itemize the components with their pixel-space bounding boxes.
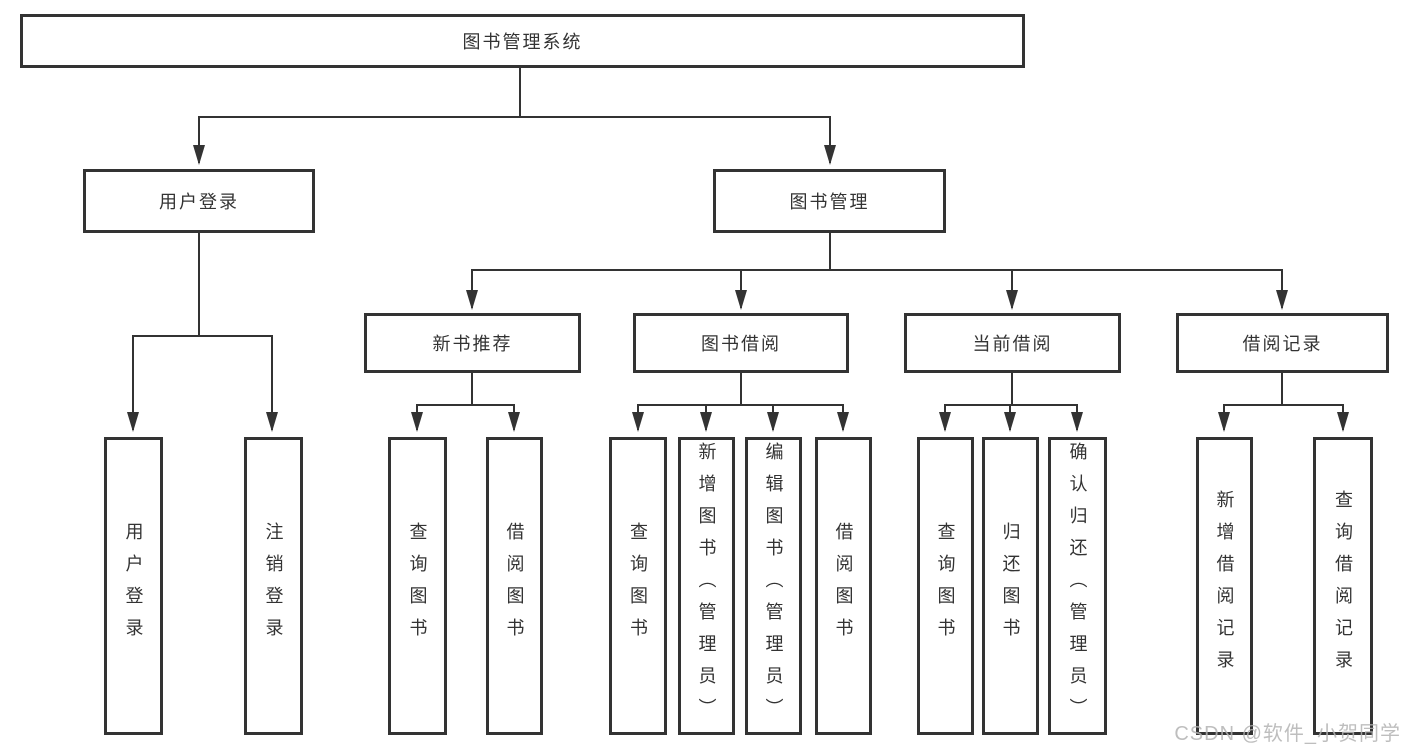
node-user-login: 用户登录: [83, 169, 315, 233]
leaf-record-add-borrow-record: 新增借阅记录: [1196, 437, 1253, 735]
leaf-current-confirm-return-admin: 确认归还（管理员）: [1048, 437, 1107, 735]
node-label: 确认归还（管理员）: [1067, 442, 1088, 730]
node-label: 注销登录: [263, 522, 284, 650]
node-label: 新增图书（管理员）: [696, 442, 717, 730]
node-label: 归还图书: [1000, 522, 1021, 650]
csdn-watermark: CSDN @软件_小贺同学: [1174, 723, 1401, 745]
node-label: 图书管理系统: [462, 32, 583, 52]
leaf-newbook-borrow-books: 借阅图书: [486, 437, 543, 735]
node-label: 图书管理: [789, 192, 870, 212]
node-label: 编辑图书（管理员）: [763, 442, 784, 730]
node-label: 查询借阅记录: [1333, 490, 1353, 682]
node-book-management: 图书管理: [713, 169, 946, 233]
leaf-current-return-books: 归还图书: [982, 437, 1039, 735]
node-root-library-system: 图书管理系统: [20, 14, 1025, 68]
node-book-borrow: 图书借阅: [633, 313, 849, 373]
node-new-book-recommend: 新书推荐: [364, 313, 581, 373]
node-label: 借阅图书: [833, 522, 854, 650]
connector-trunk-lines: [132, 67, 1344, 406]
leaf-borrow-add-books-admin: 新增图书（管理员）: [678, 437, 735, 735]
node-label: 借阅记录: [1242, 334, 1323, 354]
leaf-user-login: 用户登录: [104, 437, 163, 735]
node-borrow-record: 借阅记录: [1176, 313, 1389, 373]
leaf-borrow-borrow-books: 借阅图书: [815, 437, 872, 735]
node-label: 图书借阅: [701, 334, 781, 354]
leaf-record-query-borrow-record: 查询借阅记录: [1313, 437, 1373, 735]
node-label: 用户登录: [159, 192, 239, 212]
leaf-current-query-books: 查询图书: [917, 437, 974, 735]
leaf-borrow-edit-books-admin: 编辑图书（管理员）: [745, 437, 802, 735]
node-label: 借阅图书: [504, 522, 525, 650]
node-current-borrow: 当前借阅: [904, 313, 1121, 373]
connector-arrows: [127, 117, 1349, 432]
leaf-borrow-query-books: 查询图书: [609, 437, 667, 735]
node-label: 查询图书: [628, 522, 648, 650]
node-label: 新书推荐: [432, 334, 513, 354]
leaf-newbook-query-books: 查询图书: [388, 437, 447, 735]
node-label: 新增借阅记录: [1214, 490, 1235, 682]
node-label: 当前借阅: [972, 334, 1053, 354]
node-label: 查询图书: [935, 522, 956, 650]
node-label: 查询图书: [407, 522, 428, 650]
node-label: 用户登录: [123, 522, 144, 650]
leaf-logout: 注销登录: [244, 437, 303, 735]
